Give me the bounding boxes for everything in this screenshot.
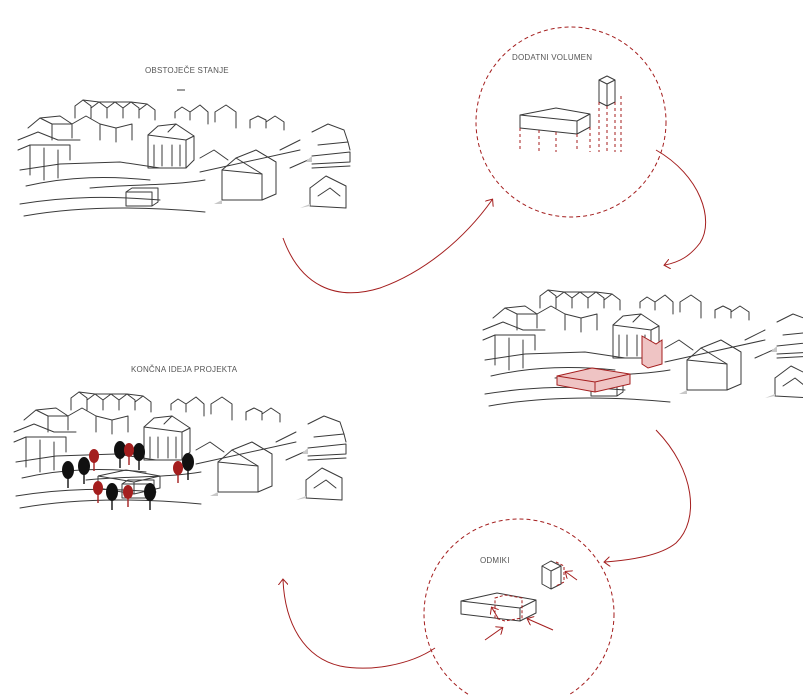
tree-icon-red xyxy=(92,480,104,504)
setbacks-sketch xyxy=(423,518,615,695)
tree-icon-black xyxy=(143,482,157,511)
tree-icon-black xyxy=(61,460,75,489)
tree-icon-black xyxy=(132,442,146,471)
tree-icon-red xyxy=(123,442,135,466)
existing-state-sketch xyxy=(17,89,351,217)
volume-placement-sketch xyxy=(482,289,803,407)
label-final-idea: KONČNA IDEJA PROJEKTA xyxy=(131,365,238,374)
tree-icon-red xyxy=(122,484,134,508)
label-setbacks: ODMIKI xyxy=(480,556,510,565)
label-existing-state: OBSTOJEČE STANJE xyxy=(145,66,229,75)
tree-icon-red xyxy=(172,460,184,484)
additional-volume-sketch xyxy=(475,26,667,218)
tree-icon-black xyxy=(113,440,127,469)
process-arrows xyxy=(283,149,707,669)
label-additional-volume: DODATNI VOLUMEN xyxy=(512,53,593,62)
tree-icon-red xyxy=(88,448,100,472)
tree-icon-black xyxy=(181,452,195,481)
tree-icon-black xyxy=(105,482,119,511)
final-idea-sketch xyxy=(13,391,347,511)
